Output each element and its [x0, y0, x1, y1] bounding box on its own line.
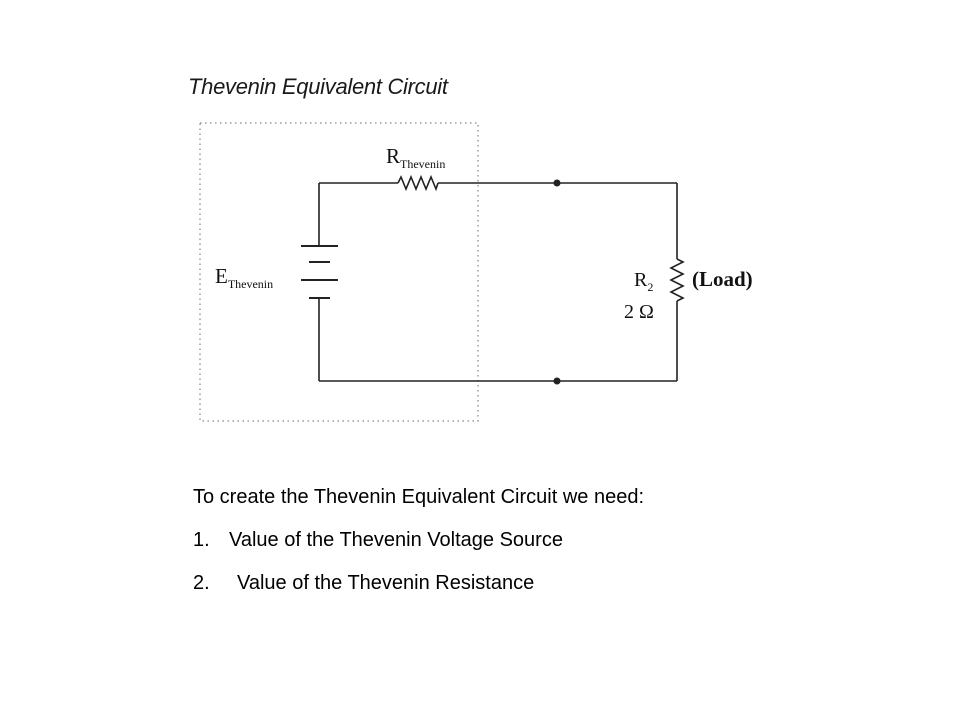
list-item-text: Value of the Thevenin Voltage Source	[229, 529, 563, 551]
notes: To create the Thevenin Equivalent Circui…	[193, 487, 644, 616]
top-wire	[319, 174, 677, 192]
right-wire	[669, 183, 685, 381]
r2-label: R2	[634, 269, 653, 294]
list-item-number: 1.	[193, 529, 210, 551]
r2-value: 2 Ω	[624, 301, 654, 323]
junction-dot-bottom	[553, 377, 561, 385]
list-item-text: Value of the Thevenin Resistance	[237, 572, 535, 594]
list-item: 1. Value of the Thevenin Voltage Source	[193, 530, 644, 551]
r-thevenin-resistor	[397, 174, 439, 192]
load-label: (Load)	[692, 267, 753, 291]
notes-intro: To create the Thevenin Equivalent Circui…	[193, 486, 645, 508]
diagram-title: Thevenin Equivalent Circuit	[188, 74, 448, 99]
list-item: 2. Value of the Thevenin Resistance	[193, 573, 644, 594]
list-item-number: 2.	[193, 572, 210, 594]
left-wire	[301, 183, 338, 381]
r-thevenin-label: RThevenin	[386, 144, 445, 171]
r2-resistor	[669, 258, 685, 302]
junction-dot-top	[553, 179, 561, 187]
thevenin-boundary	[199, 122, 479, 422]
e-thevenin-label: EThevenin	[215, 264, 273, 291]
